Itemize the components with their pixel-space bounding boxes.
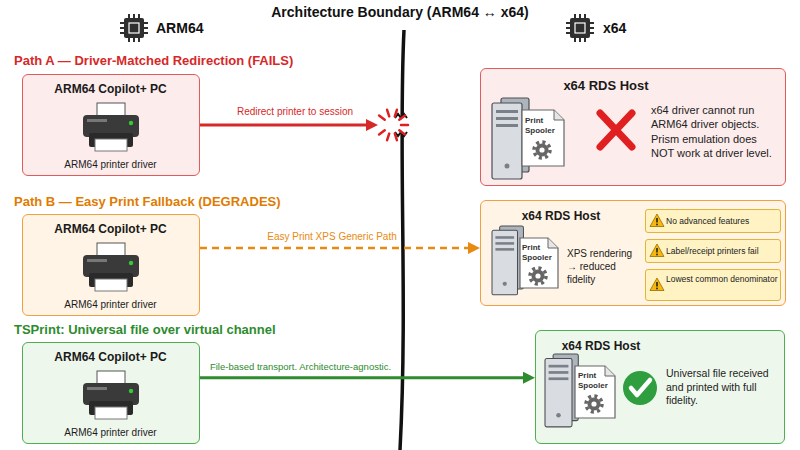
document-fold	[548, 238, 558, 248]
box-heading: x64 RDS Host	[496, 209, 626, 223]
break-burst	[387, 110, 389, 117]
break-burst	[395, 114, 407, 118]
rds-host-box: x64 RDS Host x64 driver cannot run ARM64 …	[480, 68, 786, 186]
client-pc-box: ARM64 Copilot+ PC ARM64 printer driver	[22, 74, 200, 176]
box-heading: x64 RDS Host	[521, 78, 691, 94]
warning-callout: No advanced features	[645, 209, 781, 233]
diagram-title: Architecture Boundary (ARM64 ↔ x64)	[230, 4, 570, 21]
break-burst	[395, 134, 397, 141]
break-burst	[399, 130, 405, 134]
box-heading: Print Spooler	[522, 243, 558, 262]
connector-arrow	[200, 376, 527, 379]
arrow-label: Redirect printer to session	[210, 106, 380, 118]
box-heading: Label/receipt printers fail	[666, 246, 778, 256]
path-heading: Path A — Driver-Matched Redirection (FAI…	[14, 53, 394, 69]
warning-callout: Lowest common denominator	[645, 269, 781, 301]
architecture-label: x64	[603, 20, 663, 37]
box-heading: Lowest common denominator	[666, 274, 778, 284]
document-outline	[520, 238, 558, 288]
print-spooler-document: Print Spooler	[521, 109, 565, 167]
arm64-chip-icon	[120, 14, 148, 42]
document-fold	[605, 366, 615, 376]
box-heading: Print Spooler	[578, 371, 614, 390]
box-heading: ARM64 Copilot+ PC	[23, 350, 198, 364]
box-heading: No advanced features	[666, 216, 778, 226]
box-body: XPS rendering → reduced fidelity	[567, 247, 643, 286]
document-fold	[554, 110, 564, 120]
break-burst	[379, 116, 385, 120]
document-outline	[575, 366, 615, 418]
break-burst	[401, 124, 408, 127]
architecture-label: ARM64	[156, 20, 236, 37]
connector-label: File-based transport. Architecture-agnos…	[210, 361, 391, 372]
box-heading: ARM64 Copilot+ PC	[23, 82, 198, 96]
break-burst	[379, 110, 408, 140]
break-burst	[379, 130, 385, 134]
failed-redirect-arrow	[366, 119, 378, 131]
box-heading: Print Spooler	[525, 116, 561, 135]
rds-host-box: x64 RDS HostUniversal file received and …	[535, 330, 785, 444]
box-body: ARM64 printer driver	[23, 299, 198, 311]
box-heading: ARM64 Copilot+ PC	[23, 222, 198, 236]
break-burst	[394, 116, 410, 134]
box-body: ARM64 printer driver	[23, 159, 198, 171]
client-pc-box: ARM64 Copilot+ PC ARM64 printer driver	[22, 214, 200, 316]
box-heading: x64 RDS Host	[546, 339, 656, 353]
box-body: x64 driver cannot run ARM64 driver objec…	[651, 103, 779, 160]
document-outline	[522, 110, 564, 166]
connector-arrow	[200, 247, 472, 250]
break-burst	[379, 110, 410, 140]
break-burst	[387, 134, 389, 141]
print-spooler-document: Print Spooler	[574, 365, 616, 419]
break-burst	[395, 110, 397, 117]
architecture-boundary-line	[400, 30, 404, 450]
path-heading: TSPrint: Universal file over virtual cha…	[14, 322, 404, 338]
box-body: Universal file received and printed with…	[666, 367, 778, 408]
x64-chip-icon	[566, 14, 594, 42]
rds-host-box: x64 RDS HostXPS rendering → reduced fide…	[480, 200, 786, 306]
client-pc-box: ARM64 Copilot+ PC ARM64 printer driver	[22, 342, 200, 444]
path-heading: Path B — Easy Print Fallback (DEGRADES)	[14, 194, 394, 210]
connector-label: Easy Print XPS Generic Path	[267, 231, 397, 243]
failed-redirect-arrow	[200, 124, 368, 127]
print-spooler-document: Print Spooler	[519, 237, 559, 289]
failed-redirect-arrow	[200, 119, 378, 131]
box-body: ARM64 printer driver	[23, 427, 198, 439]
break-burst	[399, 116, 405, 120]
break-burst	[395, 132, 407, 136]
warning-callout: Label/receipt printers fail	[645, 239, 781, 263]
